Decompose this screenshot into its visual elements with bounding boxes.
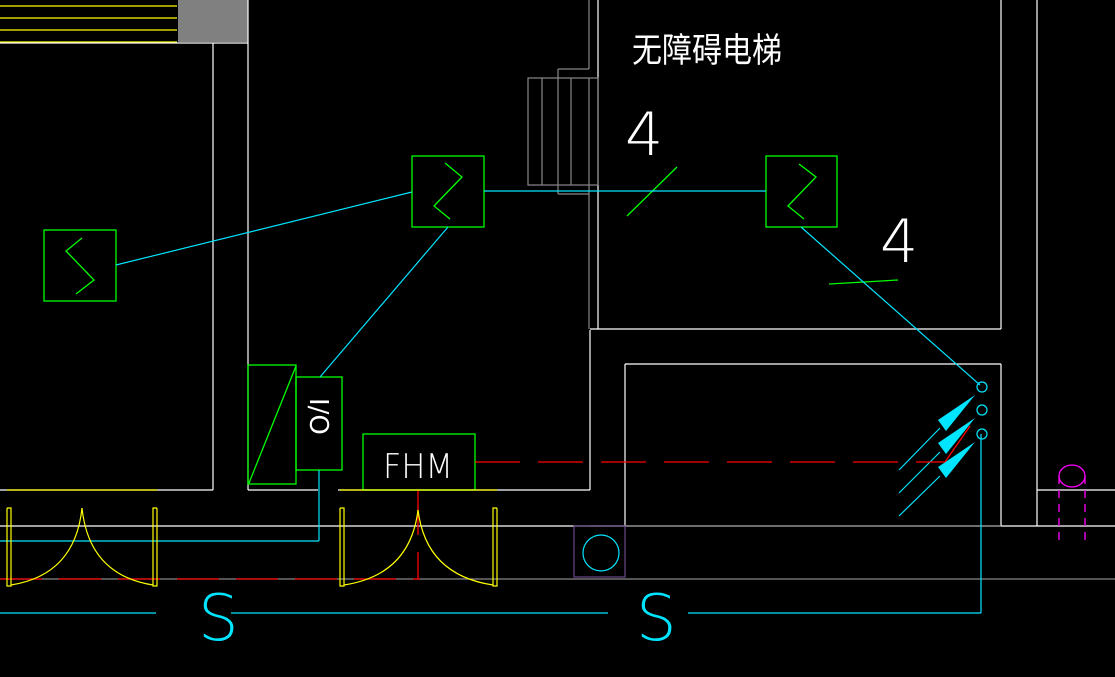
fire-line	[0, 425, 971, 580]
smoke-detector-left[interactable]	[43, 229, 117, 302]
stair-lines-top-left	[0, 5, 177, 43]
detector-symbol-icon	[433, 162, 463, 220]
door-left[interactable]	[6, 489, 158, 587]
nozzle-circle-icon	[976, 381, 988, 393]
signal-wiring	[0, 190, 982, 614]
gray-lines	[0, 0, 1115, 580]
detector-symbol-icon	[787, 163, 817, 220]
spray-arrow-icon	[938, 418, 975, 454]
drain-circle-icon	[582, 534, 620, 572]
cable-count-label-1: 4	[625, 100, 663, 170]
smoke-detector-center[interactable]	[411, 155, 485, 228]
filled-column-block	[178, 0, 248, 42]
nozzle-circle-icon	[976, 428, 988, 440]
hydrant-symbol[interactable]	[1058, 464, 1086, 540]
room-label-accessible-elevator: 无障碍电梯	[632, 31, 782, 71]
fhm-module-label: FHM	[383, 447, 453, 487]
shaft-box[interactable]	[573, 525, 626, 578]
io-module-label: I/O	[303, 398, 333, 435]
door-center[interactable]	[339, 489, 498, 587]
nozzle-circle-icon	[976, 404, 988, 416]
io-module[interactable]: I/O	[247, 364, 343, 485]
fhm-module[interactable]: FHM	[362, 433, 476, 491]
detector-symbol-icon	[65, 237, 95, 295]
line-type-marker-s-1: S	[198, 582, 239, 656]
sprinkler-nozzle-group[interactable]	[898, 381, 988, 517]
smoke-detector-right[interactable]	[765, 155, 838, 228]
line-type-marker-s-2: S	[636, 582, 677, 656]
cable-count-label-2: 4	[880, 207, 918, 277]
spray-arrow-icon	[938, 442, 975, 478]
spray-arrow-icon	[938, 395, 975, 431]
